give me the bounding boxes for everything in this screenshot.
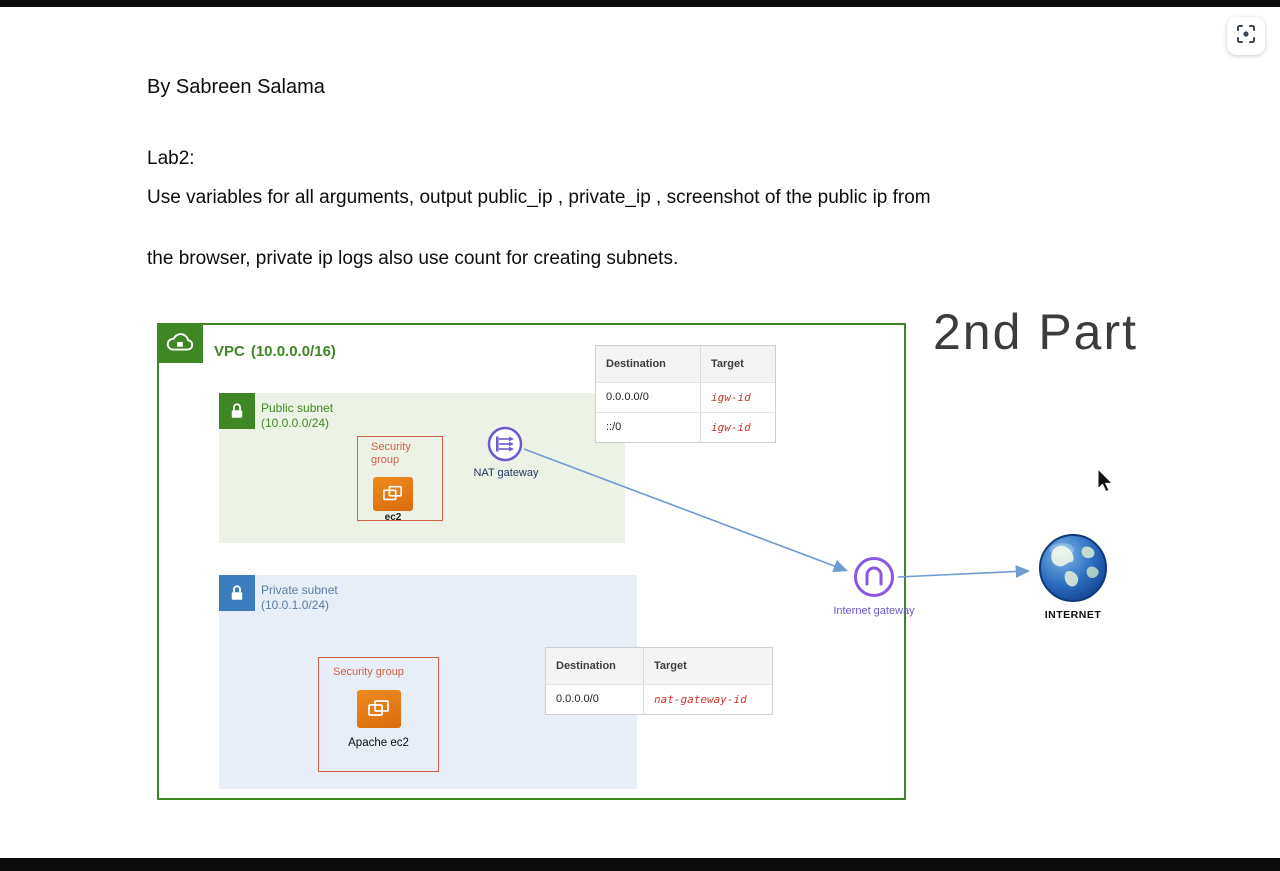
route-table-header-target: Target [700,346,775,382]
private-subnet-lock-icon [219,575,255,611]
route-target: igw-id [700,413,775,442]
internet-label: INTERNET [1044,609,1102,621]
vpc-name: VPC [214,343,245,360]
apache-ec2-instances-icon [357,690,401,728]
part-annotation: 2nd Part [933,304,1139,360]
top-letterbox-bar [0,0,1280,7]
private-subnet-name: Private subnet [261,583,338,597]
internet-gateway-arch-icon [853,556,895,598]
globe-icon [1036,532,1110,606]
public-subnet-name: Public subnet [261,401,334,415]
route-table-header-destination: Destination [556,660,616,672]
private-subnet-label: Private subnet (10.0.1.0/24) [261,583,338,613]
route-table-header-row: Destination Target [546,648,772,684]
lab-description-line-2: the browser, private ip logs also use co… [147,248,679,269]
nat-gateway-label: NAT gateway [473,467,539,479]
public-subnet-label: Public subnet (10.0.0.0/24) [261,401,333,431]
vpc-cidr: (10.0.0.0/16) [250,343,336,360]
private-security-group-box [318,657,439,772]
route-table-header-row: Destination Target [596,346,775,382]
vpc-label: VPC (10.0.0.0/16) [214,343,336,360]
screen-capture-button[interactable] [1227,17,1265,55]
bottom-letterbox-bar [0,858,1280,871]
screenshot-frame-icon [1236,24,1256,49]
ec2-instances-icon [373,477,413,511]
route-destination: ::/0 [606,421,622,433]
private-security-group-label: Security group [333,666,404,678]
public-subnet-lock-icon [219,393,255,429]
route-table-row: 0.0.0.0/0 igw-id [596,382,775,412]
route-target: nat-gateway-id [643,685,772,714]
apache-ec2-label: Apache ec2 [348,737,409,749]
lab-description-line-1: Use variables for all arguments, output … [147,187,931,208]
route-destination: 0.0.0.0/0 [556,693,599,705]
route-table-header-target: Target [643,648,772,684]
route-table-row: ::/0 igw-id [596,412,775,442]
nat-router-icon [487,426,523,462]
public-subnet-cidr: (10.0.0.0/24) [261,416,330,430]
route-target: igw-id [700,383,775,412]
private-subnet-cidr: (10.0.1.0/24) [261,598,330,612]
ec2-instance-label: ec2 [384,512,402,523]
byline-text: By Sabreen Salama [147,76,325,98]
vpc-cloud-icon [157,323,203,363]
route-table-header-destination: Destination [606,358,666,370]
internet-gateway-label: Internet gateway [833,605,915,617]
public-route-table: Destination Target 0.0.0.0/0 igw-id ::/0… [595,345,776,443]
route-table-row: 0.0.0.0/0 nat-gateway-id [546,684,772,714]
public-security-group-box [357,436,443,521]
route-destination: 0.0.0.0/0 [606,391,649,403]
mouse-pointer-icon [1097,467,1115,494]
private-route-table: Destination Target 0.0.0.0/0 nat-gateway… [545,647,773,715]
lab-title: Lab2: [147,148,195,169]
public-security-group-label: Security group [371,441,411,466]
